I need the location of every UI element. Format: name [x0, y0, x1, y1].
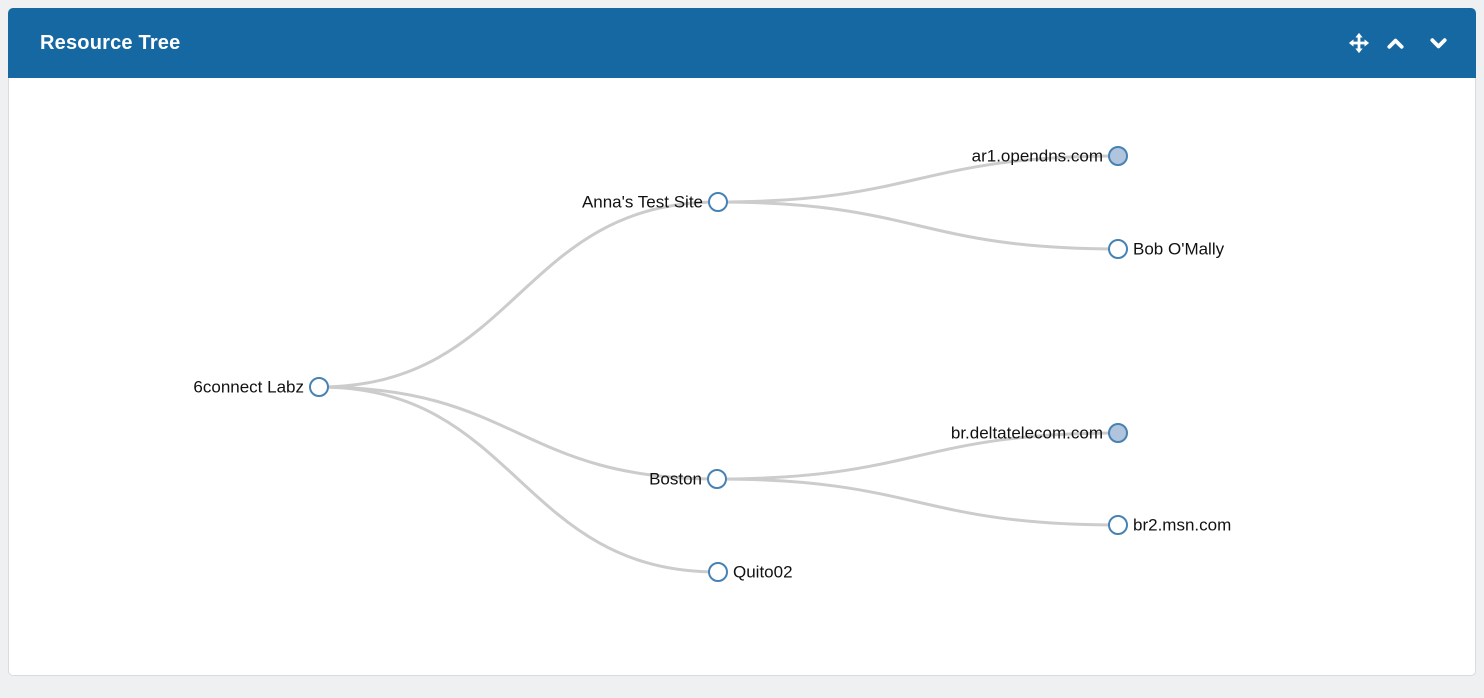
tree-node-circle[interactable] [1108, 423, 1128, 443]
tree-node-brdelta[interactable]: br.deltatelecom.com [951, 423, 1128, 443]
tree-link [717, 200, 1119, 251]
tree-node-anna[interactable]: Anna's Test Site [582, 192, 728, 212]
tree-node-circle[interactable] [707, 469, 727, 489]
chevron-up-icon[interactable] [1386, 34, 1405, 53]
tree-node-label: 6connect Labz [193, 378, 304, 397]
tree-node-circle[interactable] [708, 562, 728, 582]
tree-node-ar1[interactable]: ar1.opendns.com [972, 146, 1128, 166]
tree-node-circle[interactable] [708, 192, 728, 212]
tree-node-circle[interactable] [1108, 515, 1128, 535]
chevron-down-icon[interactable] [1429, 34, 1448, 53]
tree-node-root[interactable]: 6connect Labz [193, 377, 329, 397]
tree-link [716, 431, 1119, 481]
tree-node-label: ar1.opendns.com [972, 147, 1103, 166]
tree-link [318, 200, 719, 389]
tree-node-circle[interactable] [309, 377, 329, 397]
tree-link [318, 385, 719, 574]
tree-canvas[interactable]: 6connect Labz Anna's Test Site ar1.opendns… [9, 78, 1475, 674]
panel-title: Resource Tree [40, 31, 181, 54]
tree-node-label: br.deltatelecom.com [951, 424, 1103, 443]
panel-body: 6connect Labz Anna's Test Site ar1.opendns… [8, 78, 1476, 676]
tree-node-circle[interactable] [1108, 239, 1128, 259]
resource-tree-panel: Resource Tree 6connect Labz Anna's Test S… [8, 8, 1476, 676]
tree-node-quito[interactable]: Quito02 [708, 562, 793, 582]
tree-node-label: Boston [649, 470, 702, 489]
tree-node-label: Anna's Test Site [582, 193, 703, 212]
tree-node-label: Quito02 [733, 563, 793, 582]
tree-node-label: br2.msn.com [1133, 516, 1231, 535]
header-icons [1348, 32, 1448, 54]
tree-link [716, 477, 1119, 527]
tree-node-label: Bob O'Mally [1133, 240, 1225, 259]
tree-node-circle[interactable] [1108, 146, 1128, 166]
tree-node-bob[interactable]: Bob O'Mally [1108, 239, 1225, 259]
tree-node-br2[interactable]: br2.msn.com [1108, 515, 1231, 535]
tree-link [717, 154, 1119, 204]
tree-node-boston[interactable]: Boston [649, 469, 727, 489]
panel-header: Resource Tree [8, 8, 1476, 78]
move-icon[interactable] [1348, 32, 1370, 54]
tree-link [318, 385, 718, 481]
